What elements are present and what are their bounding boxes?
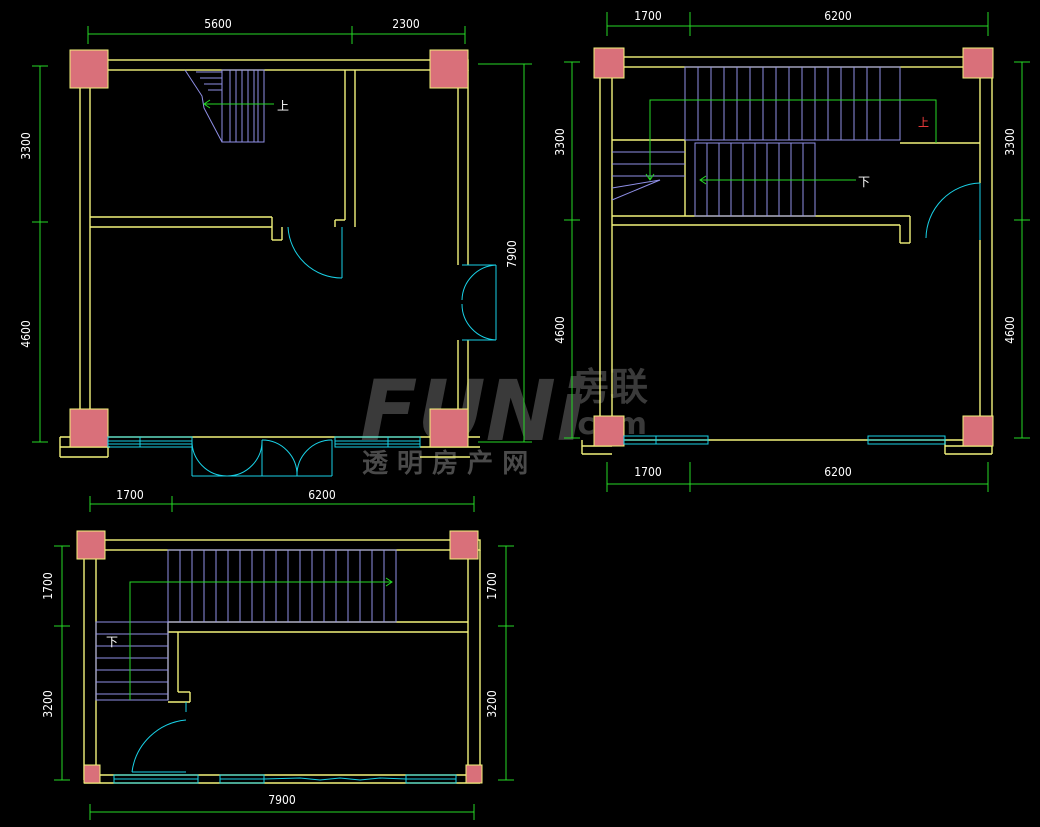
plan-3-column — [465, 764, 483, 784]
plan-2-dim-bottom-2: 6200 — [824, 465, 852, 479]
plan-2-dim-right-1: 3300 — [1003, 128, 1017, 156]
plan-3-dim-left-1: 1700 — [41, 572, 55, 600]
plan-1-windows — [107, 436, 421, 448]
plan-3-dim-right-1: 1700 — [485, 572, 499, 600]
plan-2-dim-right-2: 4600 — [1003, 316, 1017, 344]
plan-2-dim-left-1: 3300 — [553, 128, 567, 156]
plan-1-column — [429, 408, 469, 448]
plan-2-doors — [925, 182, 981, 240]
plan-1-stair-label: 上 — [277, 99, 289, 113]
plan-3-stair-label: 下 — [106, 635, 118, 649]
plan-2-column — [593, 47, 625, 79]
plan-1-dim-left-2: 4600 — [19, 320, 33, 348]
plan-2-column — [593, 415, 625, 447]
plan-1-stair — [184, 69, 274, 143]
plan-2-stair-label-down: 下 — [858, 175, 870, 189]
plan-2-stair-label-up: 上 — [918, 116, 929, 129]
plan-3-dimensions — [54, 496, 514, 820]
plan-2-windows — [623, 435, 946, 445]
plan-2-dim-top-1: 1700 — [634, 9, 662, 23]
plan-2-dim-left-2: 4600 — [553, 316, 567, 344]
plan-1-dim-top-2: 2300 — [392, 17, 420, 31]
plan-3-stair — [95, 549, 397, 701]
plan-1-dim-left-1: 3300 — [19, 132, 33, 160]
watermark-slogan: 透 明 房 产 网 — [362, 449, 528, 479]
plan-1-dim-right: 7900 — [505, 240, 519, 268]
plan-3-walls — [83, 539, 481, 784]
plan-3-windows — [113, 774, 457, 784]
plan-2-dimensions — [564, 12, 1030, 492]
watermark-brand: FUNi — [360, 362, 586, 460]
plan-3-dim-left-2: 3200 — [41, 690, 55, 718]
plan-3-column — [76, 530, 106, 560]
plan-2-column — [962, 47, 994, 79]
plan-2: 1700 6200 1700 6200 3300 4600 3300 4600 — [553, 9, 1030, 492]
plan-1-column — [69, 49, 109, 89]
plan-3-column — [83, 764, 101, 784]
plan-2-dim-bottom-1: 1700 — [634, 465, 662, 479]
watermark-brand-cn: 房联 — [572, 365, 648, 409]
plan-3-doors — [131, 702, 187, 773]
plan-3-dim-top-1: 1700 — [116, 488, 144, 502]
plan-1-column — [429, 49, 469, 89]
plan-3-dim-bottom: 7900 — [268, 793, 296, 807]
plan-3-dim-top-2: 6200 — [308, 488, 336, 502]
plan-2-column — [962, 415, 994, 447]
plan-1-column — [69, 408, 109, 448]
plan-2-dim-top-2: 6200 — [824, 9, 852, 23]
plan-1: 5600 2300 3300 4600 7900 — [19, 17, 532, 477]
plan-1-doors — [191, 226, 497, 477]
plan-3-column — [449, 530, 479, 560]
plan-3: 1700 6200 1700 3200 1700 3200 7900 — [41, 488, 514, 820]
plan-2-stair — [611, 66, 937, 217]
plan-1-dimensions — [32, 26, 532, 443]
plan-3-dim-right-2: 3200 — [485, 690, 499, 718]
plan-1-dim-top-1: 5600 — [204, 17, 232, 31]
